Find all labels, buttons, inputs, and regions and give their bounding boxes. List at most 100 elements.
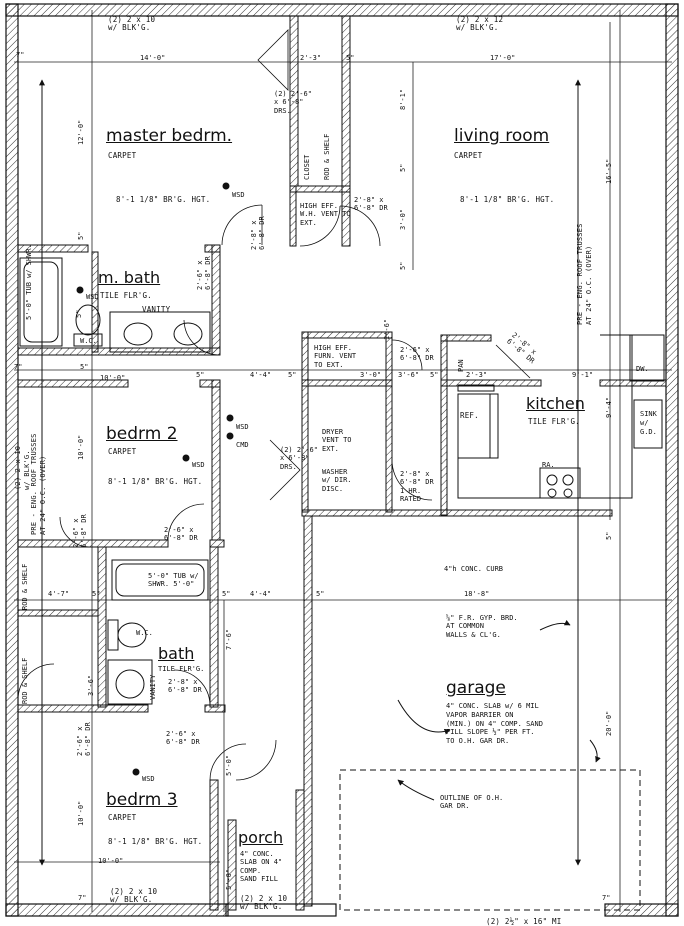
- dim-row5c: 5": [288, 371, 297, 379]
- dim-row7: 7": [14, 363, 23, 371]
- garage-door-outline: [339, 769, 641, 911]
- door-d1: (2) 2'-6"x 6'-8"DRS.: [274, 90, 312, 115]
- room-master-name: master bedrm.: [106, 126, 233, 146]
- dim-v5-mb: 5": [75, 309, 83, 318]
- dim-row9-1: 9'-1": [572, 371, 594, 379]
- wsd-1: WSD: [232, 191, 245, 199]
- linen-closet-2: ROD & SHELF: [21, 657, 29, 704]
- span-arrows: [39, 79, 601, 866]
- room-bedrm2-height: 8'-1 1/8" BR'G. HGT.: [108, 477, 203, 486]
- dim-5a: 5": [346, 54, 355, 62]
- kitchen-fixtures: [457, 334, 665, 499]
- kitchen-pan: PAN: [457, 359, 465, 372]
- dim-v20-0: 20'-0": [605, 710, 613, 736]
- kitchen-sink: SINK w/ G.D.: [640, 410, 657, 437]
- dim-v9-4: 9'-4": [605, 396, 613, 418]
- rod-shelf-label: ROD & SHELF: [323, 133, 331, 180]
- dim-row5-3: 5": [316, 590, 325, 598]
- mbath-wc: W.C.: [80, 337, 97, 345]
- wsd-5: WSD: [142, 775, 155, 783]
- dim-v5-0: 5'-0": [225, 754, 233, 776]
- room-bath-name: bath: [158, 644, 195, 663]
- wsd-2: WSD: [86, 293, 99, 301]
- dim-row3-6: 3'-6": [398, 371, 420, 379]
- dim-v1-6: 1'-6": [383, 318, 391, 340]
- interior-walls: [17, 15, 667, 911]
- dim-row4-4: 4'-4": [250, 371, 272, 379]
- room-bedrm3-name: bedrm 3: [106, 790, 178, 810]
- dim-v5a: 5": [399, 163, 407, 172]
- dim-row5a: 5": [80, 363, 89, 371]
- dim-7: 7": [16, 51, 25, 59]
- door-d6: (2) 2'-6"x 6'-8"DRS.: [280, 446, 318, 471]
- dim-v3-0: 3'-0": [399, 208, 407, 230]
- dim-17: 17'-0": [490, 54, 516, 62]
- dim-v5d: 5": [605, 531, 613, 540]
- dim-bot7b: 7": [602, 894, 611, 902]
- dim-row5-1: 5": [92, 590, 101, 598]
- room-bedrm3-finish: CARPET: [108, 813, 137, 822]
- room-living-finish: CARPET: [454, 151, 483, 160]
- linen-closet-1: ROD & SHELF: [21, 563, 29, 610]
- dim-v12: 12'-0": [77, 119, 85, 145]
- dim-v8-1: 8'-1": [399, 88, 407, 110]
- wsd-4: WSD: [192, 461, 205, 469]
- closet-label: CLOSET: [303, 154, 311, 180]
- kitchen-dw: DW.: [636, 365, 649, 373]
- garage-door-outline-note: OUTLINE OF O.H.GAR DR.: [440, 794, 504, 811]
- dim-v3-6: 3'-6": [87, 674, 95, 696]
- room-bedrm3-height: 8'-1 1/8" BR'G. HGT.: [108, 837, 203, 846]
- dim-row3-0: 3'-0": [360, 371, 382, 379]
- dim-row10: 10'-0": [100, 374, 126, 382]
- dim-row4-7: 4'-7": [48, 590, 70, 598]
- dim-bot10: 10'-0": [98, 857, 124, 865]
- wsd-3: WSD: [236, 423, 249, 431]
- dim-v5b: 5": [399, 261, 407, 270]
- dim-row5d: 5": [430, 371, 439, 379]
- mbath-vanity: VANITY: [142, 305, 171, 314]
- dim-14: 14'-0": [140, 54, 166, 62]
- header-bottom-right: (2) 2½" x 16" MI: [486, 917, 562, 926]
- dim-row2-3: 2'-3": [466, 371, 488, 379]
- room-porch-name: porch: [238, 828, 284, 847]
- kitchen-range: RA.: [542, 461, 555, 469]
- room-bath-finish: TILE FLR'G.: [158, 665, 205, 673]
- dim-v16-5: 16'-5": [605, 158, 613, 184]
- dim-row5b: 5": [196, 371, 205, 379]
- dim-v10-0b: 10'-0": [77, 800, 85, 826]
- dim-2-3: 2'-3": [300, 54, 322, 62]
- exterior-walls: [5, 3, 679, 917]
- dim-v10-0a: 10'-0": [77, 434, 85, 460]
- dim-v5c: 5": [77, 231, 85, 240]
- smoke-detectors: [76, 182, 234, 776]
- dim-row18-8: 18'-8": [464, 590, 490, 598]
- dim-row5-2: 5": [222, 590, 231, 598]
- door-swings: [17, 29, 531, 781]
- dim-v7-6: 7'-6": [225, 628, 233, 650]
- room-master-height: 8'-1 1/8" BR'G. HGT.: [116, 195, 211, 204]
- room-kitchen-name: kitchen: [526, 394, 585, 413]
- room-mbath-name: m. bath: [98, 268, 161, 287]
- room-living-height: 8'-1 1/8" BR'G. HGT.: [460, 195, 555, 204]
- garage-curb: 4"h CONC. CURB: [444, 565, 504, 573]
- dim-bot7a: 7": [78, 894, 87, 902]
